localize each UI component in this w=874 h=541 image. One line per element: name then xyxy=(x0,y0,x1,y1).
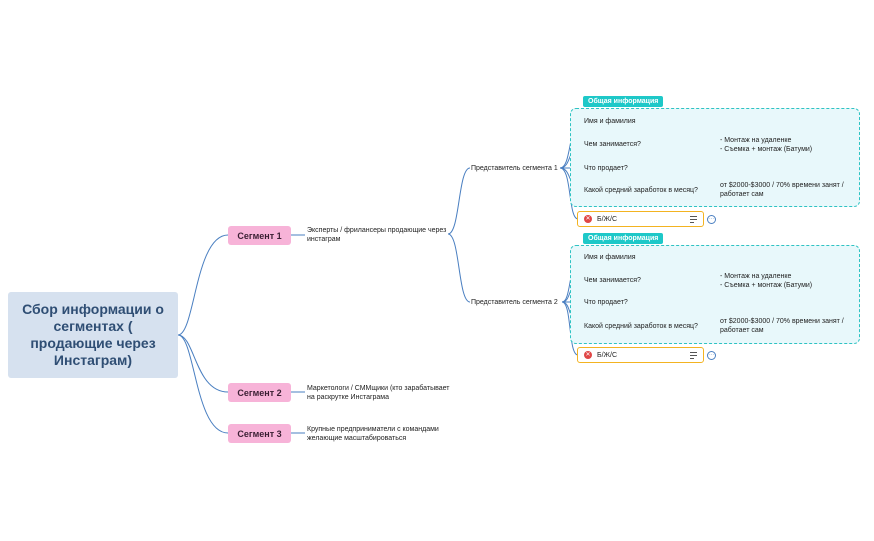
question-name-2[interactable]: Имя и фамилия xyxy=(584,254,636,261)
bjs-node-1[interactable]: ✕ Б/Ж/С xyxy=(577,211,704,227)
segment-3-label: Сегмент 3 xyxy=(237,428,282,439)
segment-1-node[interactable]: Сегмент 1 xyxy=(228,226,291,245)
root-topic[interactable]: Сбор информации о сегментах ( продающие … xyxy=(8,292,178,378)
answer-income-2a[interactable]: от $2000-$3000 / 70% времени занят / xyxy=(720,318,844,325)
segment-3-node[interactable]: Сегмент 3 xyxy=(228,424,291,443)
bjs-node-2[interactable]: ✕ Б/Ж/С xyxy=(577,347,704,363)
segment-2-node[interactable]: Сегмент 2 xyxy=(228,383,291,402)
segment-2-description[interactable]: Маркетологи / СММщики (кто зарабатывает … xyxy=(307,385,450,401)
notes-icon[interactable] xyxy=(690,216,697,225)
question-income-1[interactable]: Какой средний заработок в месяц? xyxy=(584,187,698,194)
answer-income-1a[interactable]: от $2000-$3000 / 70% времени занят / xyxy=(720,182,844,189)
question-occupation-2[interactable]: Чем занимается? xyxy=(584,277,641,284)
answer-income-1b[interactable]: работает сам xyxy=(720,191,764,198)
more-icon[interactable]: ··· xyxy=(707,351,716,360)
segment-3-description[interactable]: Крупные предприниматели с командами жела… xyxy=(307,426,439,442)
answer-income-2b[interactable]: работает сам xyxy=(720,327,764,334)
remove-icon[interactable]: ✕ xyxy=(584,351,592,359)
segment-2-label: Сегмент 2 xyxy=(237,387,282,398)
bjs-label-2: Б/Ж/С xyxy=(597,351,618,359)
question-sells-2[interactable]: Что продает? xyxy=(584,299,628,306)
question-name-1[interactable]: Имя и фамилия xyxy=(584,118,636,125)
notes-icon[interactable] xyxy=(690,352,697,361)
question-sells-1[interactable]: Что продает? xyxy=(584,165,628,172)
answer-occupation-2b[interactable]: - Съемка + монтаж (Батуми) xyxy=(720,282,813,289)
answer-occupation-1b[interactable]: - Съемка + монтаж (Батуми) xyxy=(720,146,813,153)
question-income-2[interactable]: Какой средний заработок в месяц? xyxy=(584,323,698,330)
bjs-label-1: Б/Ж/С xyxy=(597,215,618,223)
segment-1-description[interactable]: Эксперты / фрилансеры продающие через ин… xyxy=(307,227,447,243)
general-info-tag-2[interactable]: Общая информация xyxy=(583,233,664,244)
question-occupation-1[interactable]: Чем занимается? xyxy=(584,141,641,148)
remove-icon[interactable]: ✕ xyxy=(584,215,592,223)
answer-occupation-1a[interactable]: - Монтаж на удаленке xyxy=(720,137,792,144)
general-info-box-2[interactable] xyxy=(570,245,860,344)
root-title: Сбор информации о сегментах ( продающие … xyxy=(22,301,164,368)
representative-2-label[interactable]: Представитель сегмента 2 xyxy=(471,299,558,306)
segment-1-label: Сегмент 1 xyxy=(237,230,282,241)
representative-1-label[interactable]: Представитель сегмента 1 xyxy=(471,165,558,172)
general-info-tag-1[interactable]: Общая информация xyxy=(583,96,664,107)
more-icon[interactable]: ··· xyxy=(707,215,716,224)
answer-occupation-2a[interactable]: - Монтаж на удаленке xyxy=(720,273,792,280)
general-info-box-1[interactable] xyxy=(570,108,860,207)
